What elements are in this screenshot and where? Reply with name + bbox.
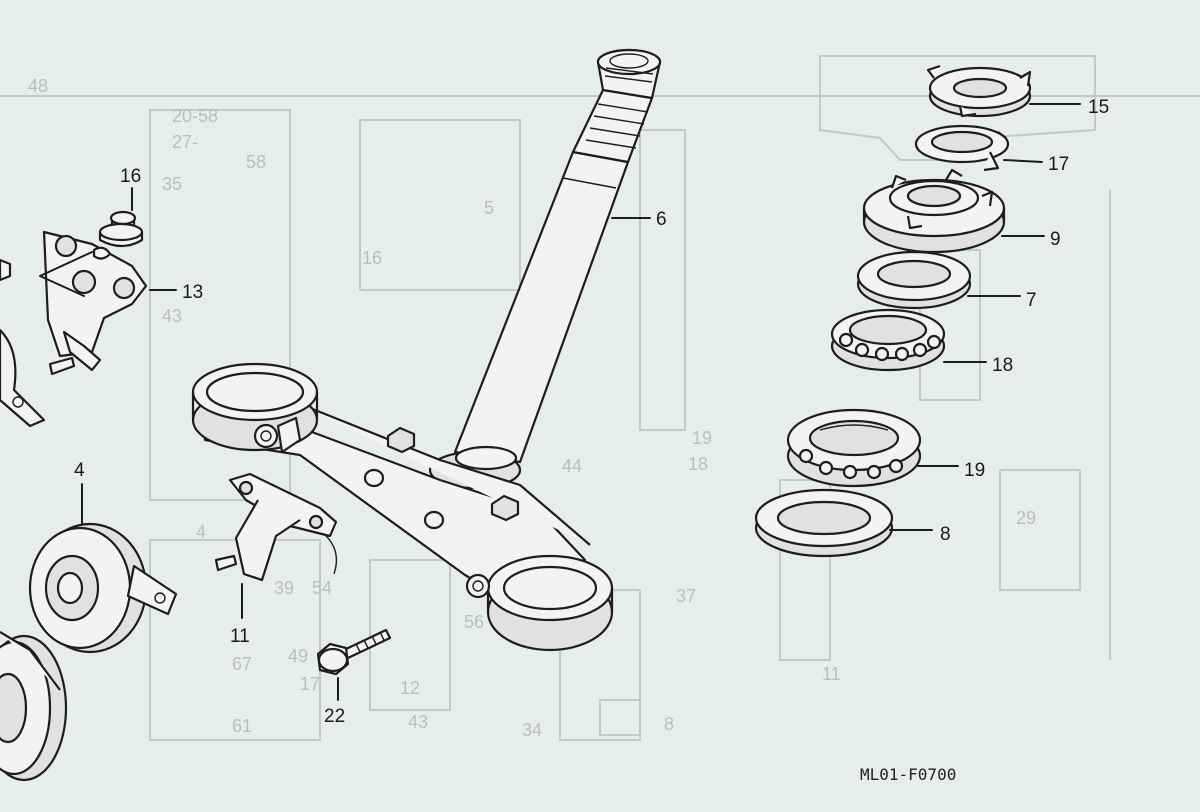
horn-bracket [42,230,148,376]
callout-22: 22 [324,706,345,727]
collar [98,210,144,248]
horn-mount [0,258,46,428]
steering-stem [191,48,662,652]
ghost-text: 12 [400,678,420,698]
callout-19: 19 [964,460,985,481]
ghost-text: 4 [196,522,206,542]
ghost-text: 67 [232,654,252,674]
callout-7: 7 [1026,290,1037,311]
ghost-text: 39 [274,578,294,598]
ghost-text: 43 [408,712,428,732]
ghost-text: 5 [484,198,494,218]
lower-ball-bearing [786,408,922,488]
ghost-text: 43 [162,306,182,326]
callout-11: 11 [230,626,250,647]
ghost-text: 34 [522,720,542,740]
ghost-text: 18 [688,454,708,474]
ghost-text: 20-58 [172,106,218,126]
dust-seal [856,250,972,310]
ghost-text: 8 [664,714,674,734]
ghost-text: 35 [162,174,182,194]
callout-15: 15 [1088,97,1109,118]
ghost-text: 29 [1016,508,1036,528]
ghost-text: 19 [692,428,712,448]
leader-line [1003,159,1043,163]
ghost-text: 16 [362,248,382,268]
figure-code: ML01-F0700 [860,765,956,784]
callout-13: 13 [182,282,203,303]
upper-ball-bearing [830,308,946,372]
ghost-text: 27- [172,132,198,152]
ghost-text: 49 [288,646,308,666]
ghost-text: 44 [562,456,582,476]
callout-8: 8 [940,524,951,545]
leader-line [39,251,93,297]
callout-17: 17 [1048,154,1069,175]
tab-washer [914,124,1010,172]
ghost-text: 56 [464,612,484,632]
lock-washer [926,64,1032,118]
ghost-text: 37 [676,586,696,606]
callout-9: 9 [1050,229,1061,250]
ghost-text: 54 [312,578,332,598]
ghost-text: 11 [822,664,841,684]
steering-stem-nut [862,168,1006,254]
lower-dust-seal [754,488,894,558]
ghost-text: 17 [300,674,320,694]
flange-bolt [316,628,392,676]
callout-6: 6 [656,209,667,230]
callout-16: 16 [120,166,141,187]
ghost-text: 58 [246,152,266,172]
cable-clamp-bracket [214,472,338,582]
callout-4: 4 [74,460,85,481]
ghost-text: 61 [232,716,252,736]
callout-18: 18 [992,355,1013,376]
horn [0,522,178,782]
ghost-text: 48 [28,76,48,96]
